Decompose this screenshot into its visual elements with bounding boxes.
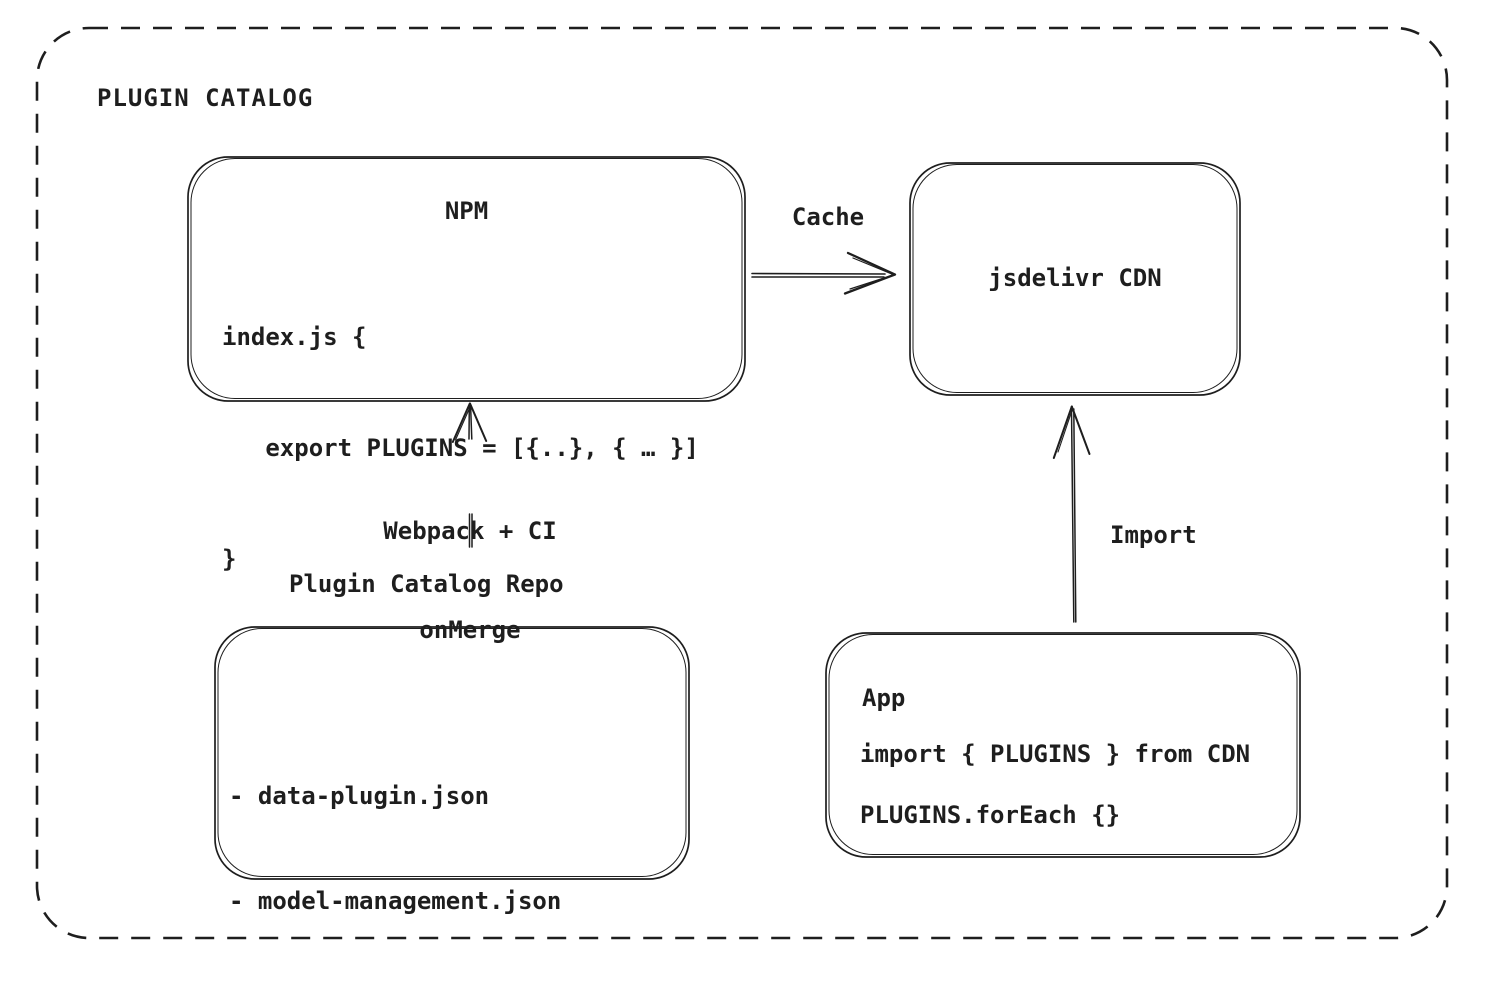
import-arrow-label: Import (1110, 521, 1197, 549)
npm-code-line: export PLUGINS = [{..}, { … }] (222, 434, 699, 462)
cache-arrow-label: Cache (791, 203, 865, 231)
npm-code-line: index.js { (222, 323, 367, 351)
plugin-catalog-boundary (35, 26, 1449, 940)
repo-file-item: - data-plugin.json (229, 782, 490, 810)
repo-file-item: ... (229, 989, 561, 1002)
app-box (825, 632, 1301, 858)
app-code-line: PLUGINS.forEach {} (860, 801, 1121, 829)
npm-box (187, 156, 746, 402)
npm-code-line: } (222, 545, 237, 573)
build-arrow-label-line: Webpack + CI (383, 517, 557, 545)
cdn-box (909, 162, 1241, 396)
npm-box-title: NPM (444, 197, 489, 225)
app-code-line: import { PLUGINS } from CDN (860, 740, 1251, 768)
cdn-box-title: jsdelivr CDN (988, 264, 1162, 292)
build-arrow (451, 402, 488, 548)
app-box-title: App (862, 684, 906, 712)
build-arrow-label-line: onMerge (419, 616, 521, 644)
repo-box-title: Plugin Catalog Repo (289, 570, 564, 598)
repo-box (214, 626, 690, 880)
repo-file-list: - data-plugin.json - model-management.js… (229, 709, 561, 1002)
repo-file-item: - model-management.json (229, 887, 562, 915)
import-arrow (1052, 405, 1091, 623)
diagram-title: PLUGIN CATALOG (97, 84, 314, 112)
build-arrow-label: Webpack + CI onMerge (383, 449, 556, 713)
npm-code-block: index.js { export PLUGINS = [{..}, { … }… (222, 245, 699, 652)
cache-arrow (751, 251, 897, 295)
